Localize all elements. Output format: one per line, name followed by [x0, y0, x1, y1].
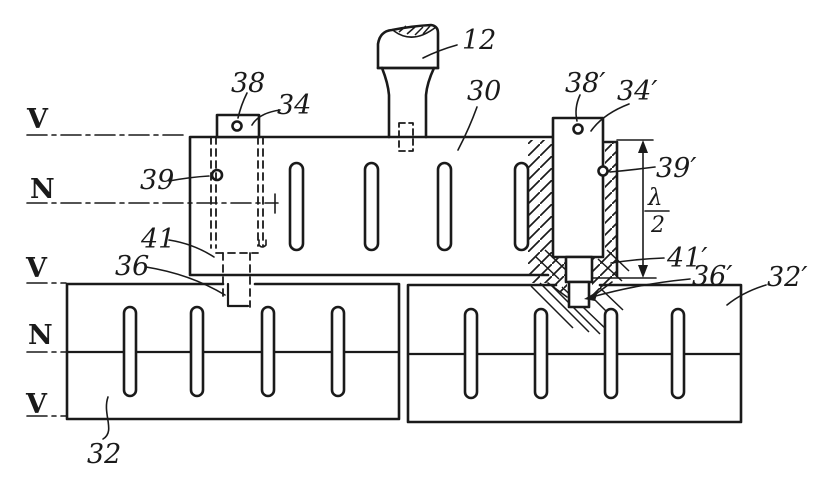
- lower-block-slots: [122, 305, 686, 400]
- axis-label-v-bottom: V: [25, 389, 48, 420]
- slot: [436, 161, 453, 252]
- label-38p: 38′: [565, 68, 606, 99]
- label-39p: 39′: [656, 153, 697, 184]
- weld-line: [530, 285, 574, 329]
- stem-break-arc: [393, 26, 437, 38]
- leader-38: [237, 92, 248, 119]
- leader-39p: [609, 166, 656, 173]
- tool-stem-12: [376, 23, 440, 152]
- leader-34p: [590, 103, 630, 132]
- pin-hole-38: [231, 120, 243, 132]
- label-34: 34: [277, 90, 311, 121]
- label-36p: 36′: [692, 261, 733, 292]
- stem-hidden-socket: [398, 122, 414, 152]
- foot-36p-lower: [567, 280, 591, 309]
- lower-block-32p-outline: [406, 283, 743, 424]
- stem-neck-right: [424, 66, 436, 139]
- clamp-34: [210, 113, 267, 308]
- notch-36-edge: [226, 282, 250, 308]
- dimension-arrow-down: [638, 265, 648, 278]
- dimension-arrow-up: [638, 140, 648, 153]
- block-30: [188, 135, 619, 278]
- slot: [288, 161, 305, 252]
- label-30: 30: [467, 76, 501, 107]
- axis-label-n-upper: N: [30, 174, 55, 205]
- lower-block-32-outline: [65, 282, 401, 421]
- leader-36p-arrow: [584, 291, 598, 301]
- weld-line: [539, 282, 590, 333]
- weld-line: [599, 287, 624, 311]
- slot: [670, 307, 686, 400]
- part-labels: 12 30 38 34 38′ 34′ 39 39′ 41 41′ 36 36′…: [87, 25, 808, 470]
- leader-41p: [610, 257, 665, 264]
- label-41p: 41′: [666, 243, 708, 274]
- slot: [260, 305, 276, 398]
- leader-36: [145, 266, 226, 296]
- slot: [122, 305, 138, 398]
- axis-labels: V N V N V: [25, 104, 55, 420]
- foot-36p-upper: [564, 255, 594, 284]
- leader-12: [422, 44, 458, 59]
- slot: [603, 307, 619, 400]
- axis-label-v-mid: V: [25, 253, 48, 284]
- hole-39p: [597, 165, 609, 177]
- leader-39-loop: [210, 168, 224, 182]
- leader-36p: [591, 278, 691, 298]
- axis-rails: [26, 134, 279, 417]
- leader-39: [168, 175, 210, 182]
- slot: [363, 161, 380, 252]
- leader-41: [168, 239, 215, 258]
- label-32p: 32′: [767, 262, 808, 293]
- block-30-outline: [188, 135, 555, 277]
- stem-break-hatch: [398, 25, 431, 36]
- label-34p: 34′: [617, 76, 658, 107]
- dimension-numerator: λ: [647, 185, 663, 211]
- leader-32: [102, 396, 110, 440]
- dimension-denominator: 2: [650, 213, 665, 238]
- clamp-34p-body: [551, 116, 605, 259]
- slot: [533, 307, 549, 400]
- axis-label-n-lower: N: [28, 320, 53, 351]
- label-39: 39: [140, 165, 174, 196]
- label-36: 36: [115, 251, 149, 282]
- leader-34: [251, 109, 281, 126]
- pin-hole-38p: [572, 123, 584, 135]
- stem-neck-left: [380, 66, 391, 139]
- leader-lines: [102, 44, 767, 440]
- section-boundary: [547, 282, 568, 298]
- slot: [189, 305, 205, 398]
- lower-blocks: [65, 282, 743, 424]
- label-32: 32: [87, 439, 121, 470]
- slot: [463, 307, 479, 400]
- label-12: 12: [462, 25, 496, 56]
- leader-30: [457, 106, 478, 151]
- clamp-34p-assembly: [528, 116, 617, 309]
- slot: [330, 305, 346, 398]
- label-41: 41: [140, 224, 175, 255]
- weld-line: [550, 284, 601, 335]
- clamp-34-tip-hook: [258, 239, 267, 248]
- leader-32p: [726, 284, 767, 306]
- axis-label-v-top: V: [26, 104, 49, 135]
- leader-38p: [575, 94, 581, 122]
- slot: [513, 161, 530, 252]
- label-38: 38: [231, 68, 265, 99]
